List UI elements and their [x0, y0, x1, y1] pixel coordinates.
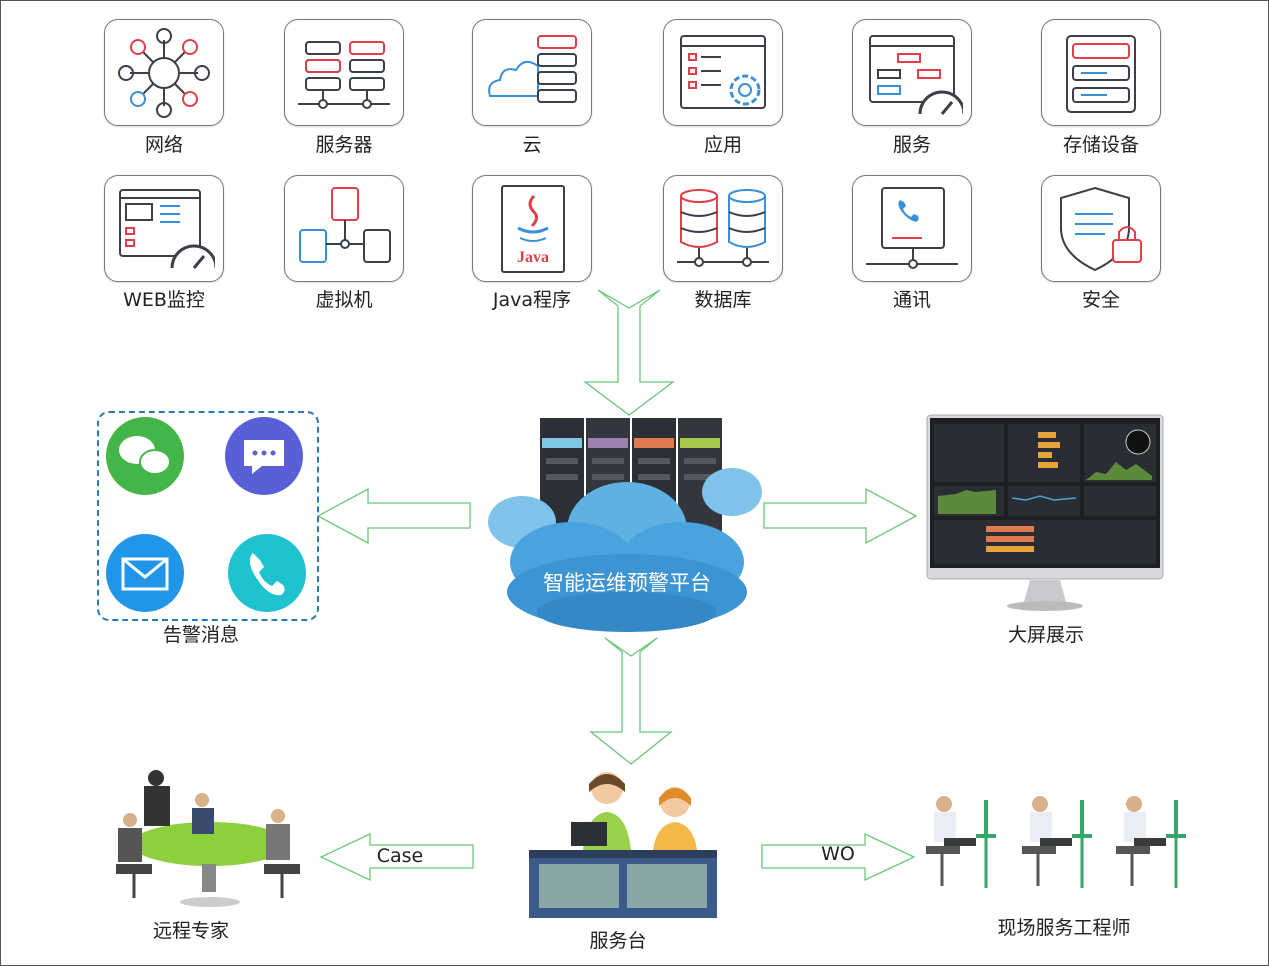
storage-tile — [1041, 19, 1161, 126]
service-tile — [852, 19, 972, 126]
arrow-desk-to-experts — [319, 832, 474, 882]
platform-label: 智能运维预警平台 — [543, 571, 711, 595]
arrow-desk-to-engineers — [761, 832, 916, 882]
source-label-communication: 通讯 — [892, 289, 931, 311]
cloud-icon — [488, 35, 577, 103]
engineer-3 — [1116, 796, 1186, 888]
engineer-1 — [926, 796, 996, 888]
alerts-box — [97, 411, 319, 621]
platform-graphic — [488, 418, 762, 632]
remote-experts-illustration — [116, 770, 300, 907]
java-tile: Java — [472, 175, 592, 282]
message-icon — [225, 417, 303, 495]
wo-label: WO — [821, 843, 855, 865]
phone-icon — [228, 534, 306, 612]
email-icon — [106, 534, 184, 612]
service-desk-label: 服务台 — [589, 930, 647, 952]
java-icon: Java — [501, 185, 565, 273]
service-icon — [869, 35, 963, 115]
engineer-2 — [1022, 796, 1092, 888]
application-icon — [680, 35, 766, 109]
storage-icon — [1066, 35, 1136, 113]
database-tile — [663, 175, 783, 282]
server-tile — [284, 19, 404, 126]
svg-text:Java: Java — [517, 249, 549, 266]
virtual-machine-icon — [299, 187, 391, 263]
alerts-label: 告警消息 — [162, 624, 239, 646]
source-label-database: 数据库 — [694, 289, 752, 311]
cloud-tile — [472, 19, 592, 126]
service-desk-illustration — [529, 772, 717, 918]
source-label-cloud: 云 — [522, 134, 542, 156]
source-label-server: 服务器 — [315, 134, 373, 156]
server-icon — [298, 41, 390, 109]
arrow-sources-to-platform — [583, 289, 675, 416]
field-engineers-illustration — [926, 796, 1186, 888]
display-label: 大屏展示 — [1007, 624, 1084, 646]
source-label-security: 安全 — [1081, 289, 1120, 311]
communication-icon — [866, 187, 958, 269]
security-icon — [1060, 186, 1142, 272]
source-label-application: 应用 — [703, 134, 742, 156]
wechat-icon — [106, 417, 184, 495]
experts-label: 远程专家 — [152, 920, 229, 942]
source-label-java: Java程序 — [492, 289, 572, 311]
virtual-machine-tile — [284, 175, 404, 282]
network-icon — [118, 28, 210, 118]
security-tile — [1041, 175, 1161, 282]
arrow-platform-to-desk — [589, 637, 673, 765]
database-icon — [677, 189, 769, 267]
case-label: Case — [376, 845, 424, 867]
arrow-platform-to-alerts — [316, 487, 471, 545]
source-label-network: 网络 — [144, 134, 183, 156]
source-label-storage: 存储设备 — [1062, 134, 1139, 156]
source-label-service: 服务 — [892, 134, 931, 156]
network-tile — [104, 19, 224, 126]
application-tile — [663, 19, 783, 126]
web-monitor-icon — [119, 189, 215, 269]
web-monitor-tile — [104, 175, 224, 282]
communication-tile — [852, 175, 972, 282]
engineers-label: 现场服务工程师 — [997, 917, 1131, 939]
monitor-display-icon — [926, 414, 1164, 611]
cloud-icon-platform — [488, 468, 762, 632]
source-label-web-monitor: WEB监控 — [123, 289, 205, 311]
source-label-virtual-machine: 虚拟机 — [315, 289, 373, 311]
arrow-platform-to-display — [763, 487, 918, 545]
